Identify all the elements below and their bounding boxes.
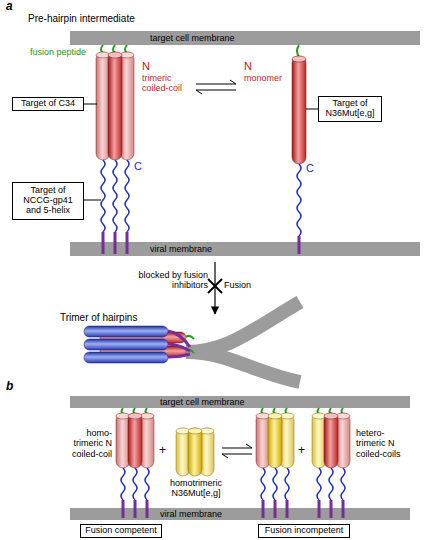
- heterotrimeric-coiled-coil: [312, 408, 350, 518]
- helix-letter: N: [142, 60, 162, 73]
- target-box: Target of NCCG-gp41 and 5-helix: [12, 182, 84, 220]
- plus-sign: +: [298, 444, 312, 458]
- plus-sign: +: [159, 444, 173, 458]
- monomer-helix: [292, 45, 306, 254]
- n36-homotrimer: [176, 428, 214, 476]
- equilibrium-arrows: [222, 444, 252, 458]
- fusion-peptide-label: fusion peptide: [30, 47, 102, 57]
- node-text: target cell membrane: [160, 398, 245, 407]
- node-text: Fusion incompetent: [265, 526, 344, 536]
- helix-label: trimeric coiled-coil: [142, 73, 194, 94]
- panel-heading: Pre-hairpin intermediate: [28, 13, 198, 25]
- outcome-box: Fusion incompetent: [258, 524, 350, 538]
- trimeric-coiled-coil: [96, 45, 134, 254]
- node-text: viral membrane: [160, 510, 222, 519]
- panel-heading: Trimer of hairpins: [60, 312, 190, 324]
- complex-label: homo-trimeric N coiled-coil: [60, 428, 112, 459]
- inhibition-note: blocked by fusion inhibitors: [128, 270, 208, 291]
- panel-letter: b: [6, 380, 20, 394]
- heterotrimeric-coiled-coil: [256, 408, 294, 518]
- membrane-band: target cell membrane: [70, 31, 420, 45]
- target-box: Target of C34: [12, 97, 84, 111]
- node-text: target cell membrane: [150, 34, 235, 43]
- panel-letter: a: [6, 0, 20, 14]
- node-text: Target of N36Mut[e,g]: [321, 99, 379, 119]
- leader-line: [84, 104, 318, 200]
- node-text: Target of NCCG-gp41 and 5-helix: [15, 186, 81, 216]
- process-label: Fusion: [224, 280, 274, 290]
- complex-label: hetero-trimeric N coiled-coils: [356, 428, 412, 459]
- homotrimeric-coiled-coil: [116, 408, 154, 518]
- outcome-box: Fusion competent: [80, 524, 162, 538]
- equilibrium-arrows: [196, 80, 236, 94]
- node-text: Fusion competent: [85, 526, 157, 536]
- membrane-band: viral membrane: [70, 508, 410, 520]
- membrane-band: target cell membrane: [70, 396, 410, 408]
- helix-letter: N: [244, 60, 264, 73]
- helix-letter: C: [306, 162, 320, 175]
- node-text: Target of C34: [21, 99, 75, 109]
- node-text: viral membrane: [150, 245, 212, 254]
- helix-letter: C: [134, 160, 148, 173]
- complex-label: homotrimeric N36Mut[e,g]: [166, 478, 226, 499]
- target-box: Target of N36Mut[e,g]: [318, 96, 382, 122]
- helix-label: monomer: [244, 73, 290, 83]
- membrane-band: viral membrane: [70, 242, 420, 256]
- blocked-arrow: [208, 262, 222, 314]
